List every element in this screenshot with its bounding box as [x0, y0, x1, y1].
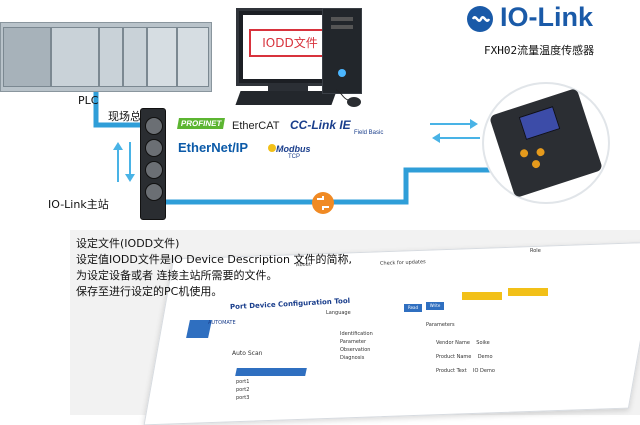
tree-item[interactable]: Observation [340, 347, 371, 353]
ethernetip-logo: EtherNet/IP [178, 140, 249, 155]
read-button[interactable]: Read [404, 304, 422, 312]
plc-device [0, 22, 212, 92]
computer-tower [322, 8, 362, 94]
description-line: 设定文件(IODD文件) [76, 237, 180, 250]
sw-language: Language [326, 310, 351, 316]
sensor-button-icon [535, 147, 546, 158]
plc-module [51, 27, 99, 87]
arrow-left-icon [432, 133, 480, 143]
io-link-cable [164, 167, 496, 205]
plc-module [177, 27, 209, 87]
sw-table: Vendor Name Soike Product Name Demo Prod… [436, 336, 495, 378]
arrow-up-icon [113, 142, 123, 182]
port-item[interactable]: port3 [236, 395, 250, 401]
modbus-dot-icon [268, 144, 276, 152]
table-row: Product Text IO Demo [436, 368, 495, 374]
sensor-display [518, 106, 561, 141]
tree-item[interactable]: Identification [340, 331, 373, 337]
plc-label: PLC [78, 94, 99, 107]
arrow-down-icon [125, 142, 135, 182]
description-line: 设定值IODD文件是IO Device Description 文件的简称, [76, 253, 352, 266]
port-item[interactable]: port2 [236, 387, 250, 393]
sw-auto-scan: Auto Scan [232, 350, 263, 357]
arrow-right-icon [430, 119, 478, 129]
io-link-master-label: IO-Link主站 [48, 198, 109, 211]
sw-orange-button[interactable] [508, 288, 548, 296]
cclink-logo: CC-Link IE [290, 118, 351, 132]
plc-module [99, 27, 123, 87]
monitor-stand [268, 83, 308, 91]
port-item[interactable]: port1 [236, 379, 250, 385]
sw-tree: Identification Parameter Observation Dia… [340, 330, 373, 362]
tree-item[interactable]: Parameter [340, 339, 367, 345]
product-name: FXH02流量温度传感器 [484, 44, 595, 57]
description-text: 设定文件(IODD文件) 设定值IODD文件是IO Device Descrip… [76, 236, 352, 300]
connection-lines [93, 90, 496, 205]
sw-company: AUTOMATE [208, 320, 236, 326]
write-button[interactable]: Write [426, 302, 444, 310]
table-row: Product Name Demo [436, 354, 493, 360]
fieldbus-line [93, 90, 142, 128]
io-link-master-hub [140, 108, 166, 220]
io-link-logo-icon [467, 6, 493, 32]
description-line: 保存至进行设定的PC机使用。 [76, 285, 223, 298]
table-row: Vendor Name Soike [436, 340, 490, 346]
mouse-icon [335, 89, 361, 107]
plc-module [123, 27, 147, 87]
plc-module [3, 27, 51, 87]
modbus-sub: TCP [288, 154, 300, 160]
io-link-coupler-icon [312, 192, 334, 214]
sensor-button-icon [530, 159, 542, 170]
iodd-file-label: IODD文件 [249, 29, 331, 57]
ethercat-logo: EtherCAT [232, 120, 280, 132]
modbus-logo: Modbus [276, 144, 311, 154]
monitor-screen: IODD文件 [243, 15, 335, 79]
cclink-sub: Field Basic [354, 130, 384, 136]
sensor-button-icon [519, 148, 530, 159]
plc-module [147, 27, 177, 87]
sw-orange-button[interactable] [462, 292, 502, 300]
sw-role: Role [530, 248, 541, 254]
sw-ports: port1 port2 port3 [236, 378, 249, 402]
tree-item[interactable]: Diagnosis [340, 355, 365, 361]
sw-table-head: Parameters [426, 322, 455, 328]
description-line: 为设定设备或者 连接主站所需要的文件。 [76, 269, 278, 282]
sw-tree-selected [235, 368, 307, 376]
io-link-logo-text: IO-Link [500, 2, 593, 32]
profinet-logo: PROFINET [177, 118, 226, 129]
